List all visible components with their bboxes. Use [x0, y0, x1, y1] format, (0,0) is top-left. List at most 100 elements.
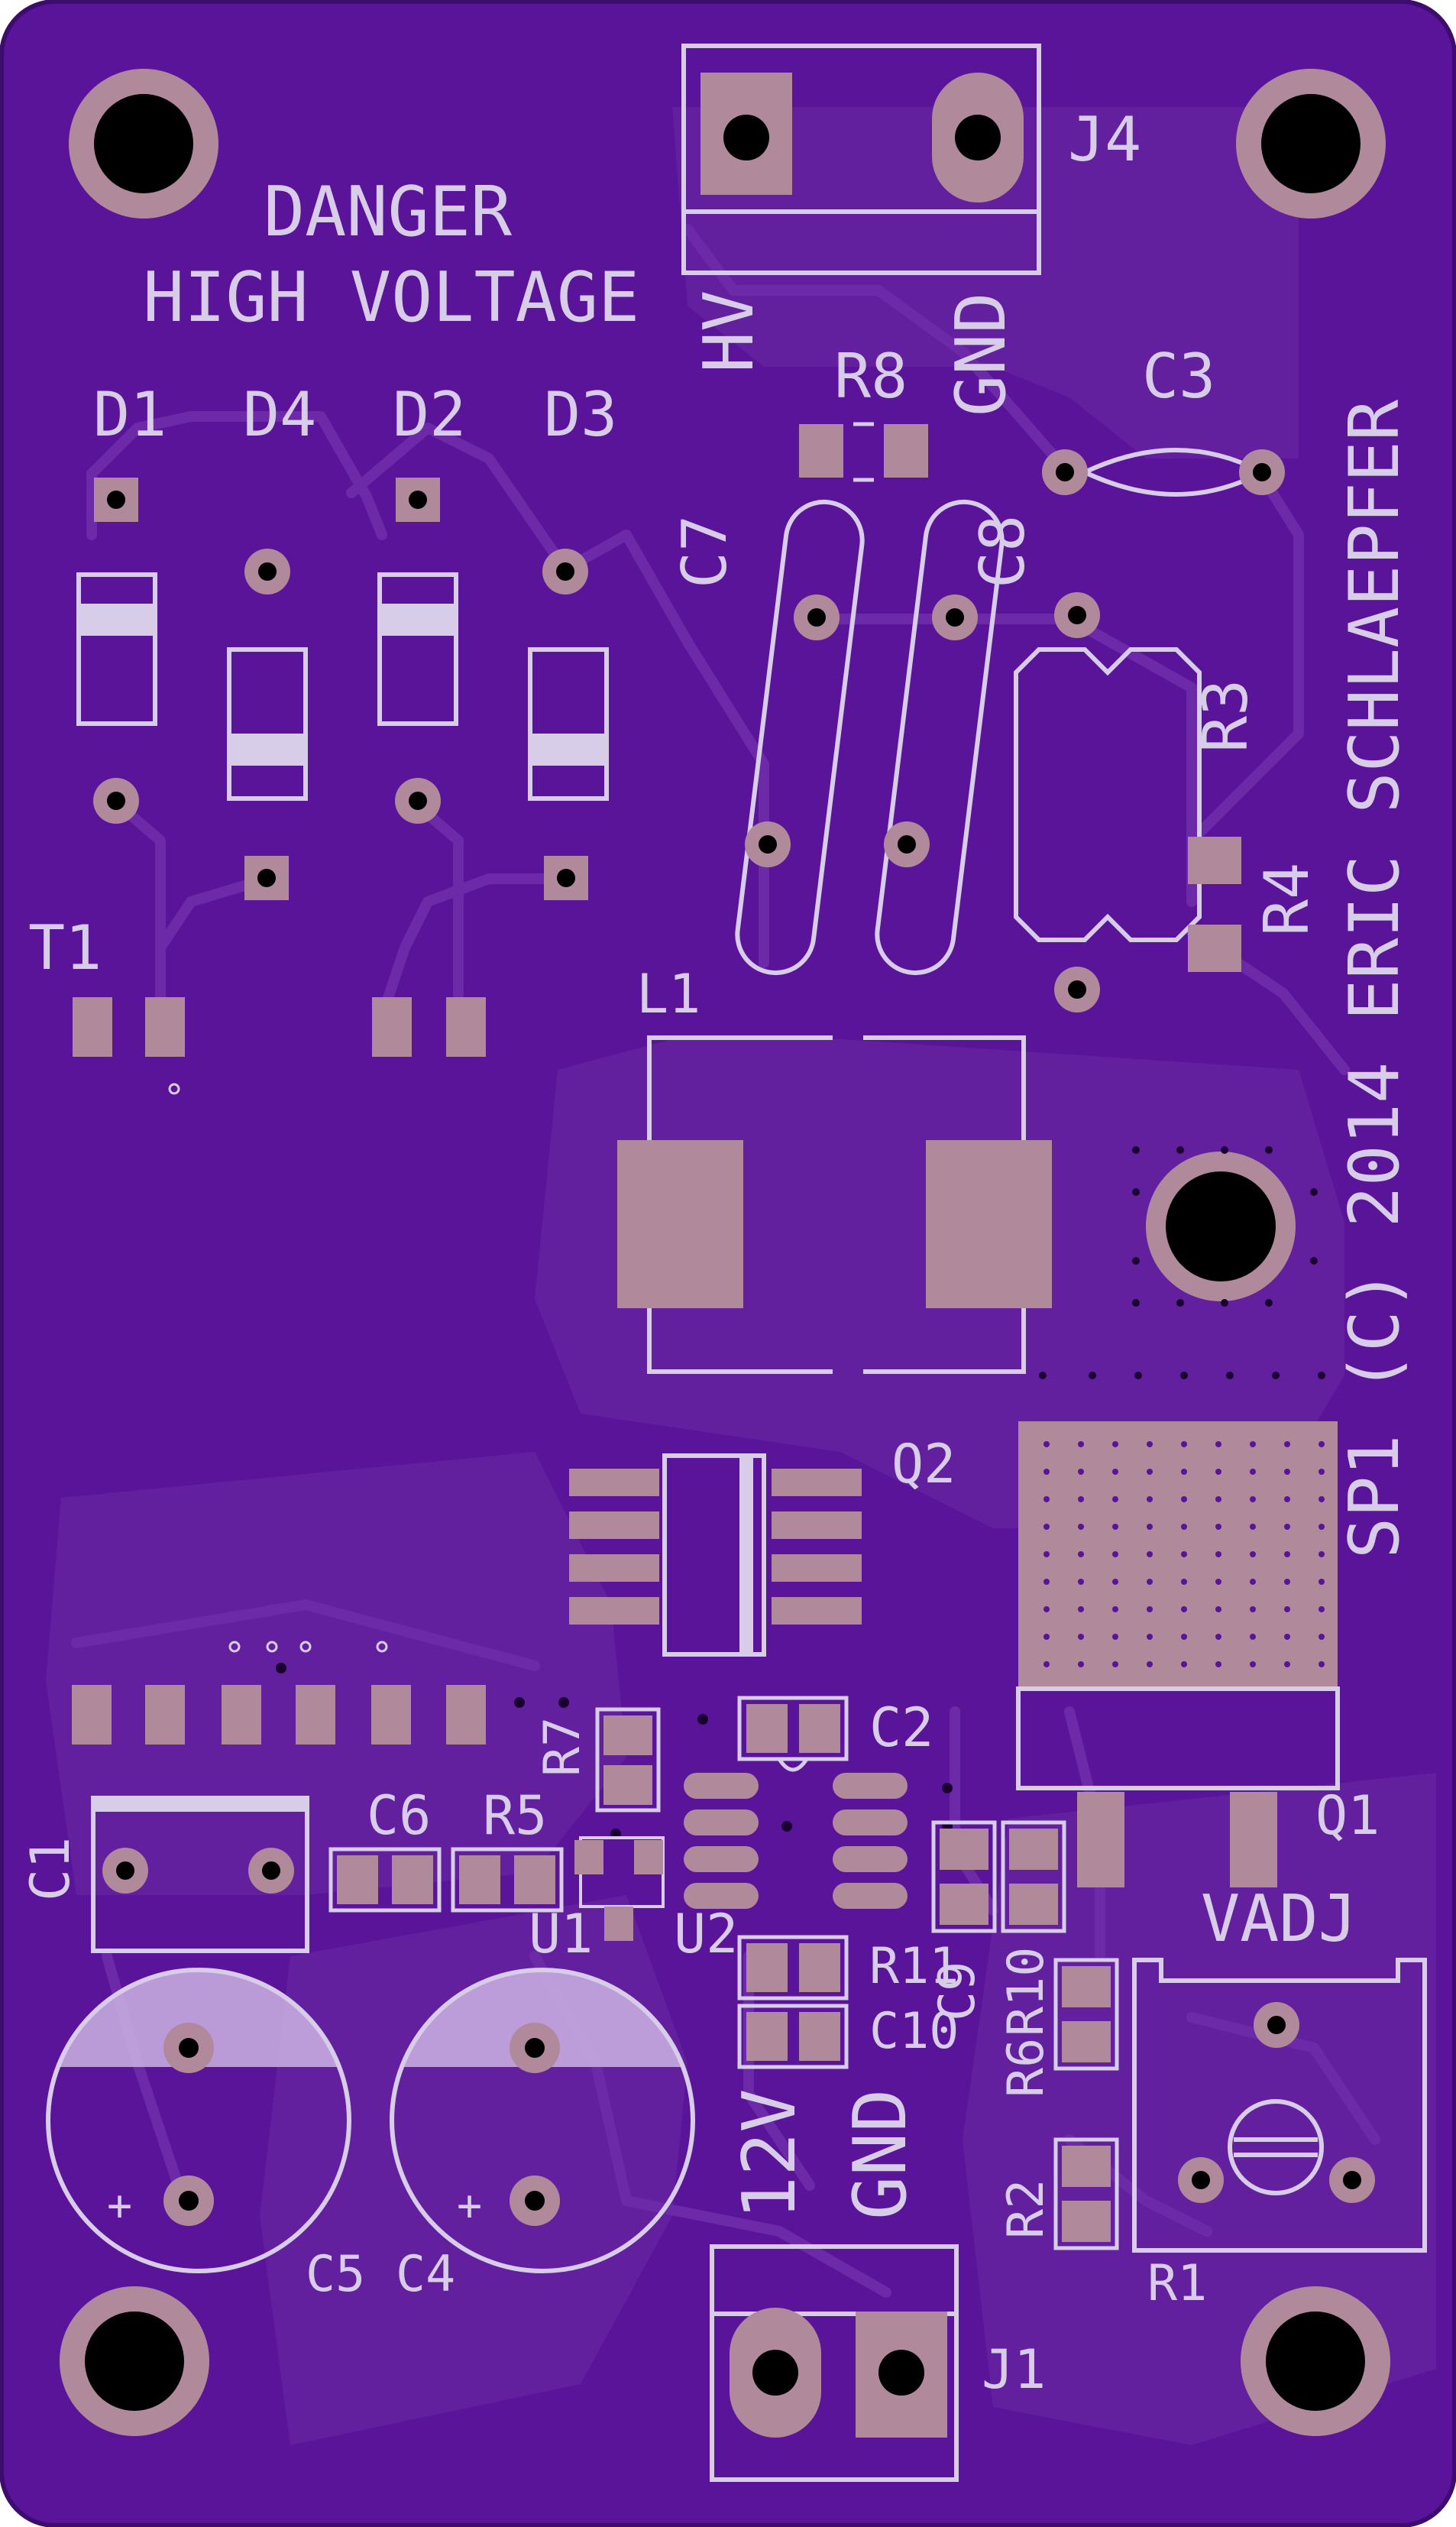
thermal-via	[1284, 1441, 1290, 1447]
label-t1: T1	[28, 912, 102, 983]
r3-resistor	[1014, 592, 1202, 1012]
thermal-via	[1078, 1606, 1084, 1612]
thermal-via	[1318, 1441, 1325, 1447]
smd-pad-row	[72, 1685, 486, 1745]
label-r3: R3	[1190, 679, 1261, 753]
thermal-via	[1215, 1606, 1221, 1612]
label-d1: D1	[93, 379, 167, 450]
label-j1: J1	[982, 2338, 1046, 2401]
silkscreen-text: DANGER HIGH VOLTAGE J4 HV GND D1 D4 D2 D…	[19, 104, 1415, 2401]
label-c2: C2	[869, 1696, 933, 1759]
thermal-via	[1112, 1496, 1118, 1502]
thermal-via	[1147, 1661, 1153, 1667]
q1-thermal-vias	[1043, 1441, 1325, 1667]
label-c4: C4	[396, 2246, 455, 2303]
label-c7: C7	[669, 515, 740, 588]
thermal-via	[1181, 1469, 1187, 1475]
r10-resistor	[1001, 1820, 1066, 1933]
thermal-via	[1181, 1606, 1187, 1612]
credit-text: SP1 (C) 2014 ERIC SCHLAEPFER	[1335, 399, 1415, 1559]
thermal-via	[1043, 1524, 1050, 1530]
thermal-via	[1112, 1579, 1118, 1585]
thermal-via	[1112, 1524, 1118, 1530]
thermal-via	[1147, 1524, 1153, 1530]
thermal-via	[1043, 1606, 1050, 1612]
label-vadj: VADJ	[1201, 1881, 1357, 1957]
thermal-via	[1112, 1634, 1118, 1640]
thermal-via	[1043, 1634, 1050, 1640]
thermal-via	[1112, 1661, 1118, 1667]
thermal-via	[1147, 1579, 1153, 1585]
thermal-via	[1318, 1469, 1325, 1475]
mounting-hole-bottom-left	[60, 2286, 209, 2436]
thermal-via	[1181, 1441, 1187, 1447]
label-c6: C6	[367, 1784, 431, 1847]
label-gnd-top: GND	[941, 292, 1021, 416]
thermal-via	[1147, 1496, 1153, 1502]
thermal-via	[1215, 1496, 1221, 1502]
heatsink-hole	[1146, 1152, 1296, 1301]
thermal-via	[1181, 1551, 1187, 1557]
thermal-via	[1147, 1441, 1153, 1447]
thermal-via	[1318, 1524, 1325, 1530]
thermal-via	[1147, 1606, 1153, 1612]
label-hv: HV	[689, 290, 769, 373]
thermal-via	[1078, 1579, 1084, 1585]
thermal-via	[1181, 1579, 1187, 1585]
thermal-via	[1215, 1441, 1221, 1447]
l1-inductor	[617, 1035, 1052, 1374]
label-r2: R2	[998, 2179, 1055, 2239]
mounting-holes	[60, 69, 1390, 2436]
mounting-hole-top-right	[1236, 69, 1386, 219]
label-q1: Q1	[1315, 1784, 1380, 1847]
label-c5: C5	[306, 2246, 365, 2303]
thermal-via	[1181, 1634, 1187, 1640]
c3-capacitor	[1042, 448, 1285, 497]
thermal-via	[1250, 1441, 1256, 1447]
thermal-via	[1215, 1551, 1221, 1557]
thermal-via	[1318, 1606, 1325, 1612]
c9-capacitor	[931, 1820, 997, 1933]
c5-electrolytic	[46, 1968, 351, 2273]
thermal-via	[1112, 1441, 1118, 1447]
label-d3: D3	[544, 379, 617, 450]
thermal-via	[1043, 1579, 1050, 1585]
thermal-via	[1318, 1634, 1325, 1640]
thermal-via	[1043, 1441, 1050, 1447]
label-u2: U2	[674, 1903, 738, 1965]
label-l1: L1	[636, 963, 700, 1025]
thermal-via	[1215, 1524, 1221, 1530]
c4-electrolytic	[390, 1968, 695, 2273]
r2-resistor	[1053, 2137, 1119, 2250]
label-r11: R11	[869, 1938, 959, 1995]
thermal-via	[1284, 1496, 1290, 1502]
thermal-via	[1043, 1469, 1050, 1475]
thermal-via	[1078, 1661, 1084, 1667]
thermal-via	[1181, 1661, 1187, 1667]
j1-terminal-block	[710, 2244, 959, 2482]
q2-mosfet	[569, 1453, 862, 1657]
thermal-via	[1318, 1579, 1325, 1585]
thermal-via	[1215, 1634, 1221, 1640]
label-12v: 12V	[728, 2088, 812, 2220]
thermal-via	[1284, 1524, 1290, 1530]
thermal-via	[1250, 1524, 1256, 1530]
thermal-via	[1078, 1524, 1084, 1530]
thermal-via	[1318, 1496, 1325, 1502]
thermal-via	[1318, 1661, 1325, 1667]
thermal-via	[1215, 1661, 1221, 1667]
label-r4: R4	[1251, 863, 1322, 936]
thermal-via	[1181, 1524, 1187, 1530]
thermal-via	[1078, 1496, 1084, 1502]
thermal-via	[1250, 1551, 1256, 1557]
label-c9: C9	[929, 1962, 986, 2021]
mounting-hole-bottom-right	[1241, 2286, 1390, 2436]
label-u1: U1	[529, 1903, 593, 1965]
label-c3: C3	[1142, 341, 1215, 412]
label-r1: R1	[1147, 2255, 1207, 2312]
c7-c8-capacitors	[735, 499, 1005, 976]
r11-resistor	[737, 1935, 849, 2001]
thermal-via	[1215, 1469, 1221, 1475]
r8-resistor	[799, 422, 928, 482]
